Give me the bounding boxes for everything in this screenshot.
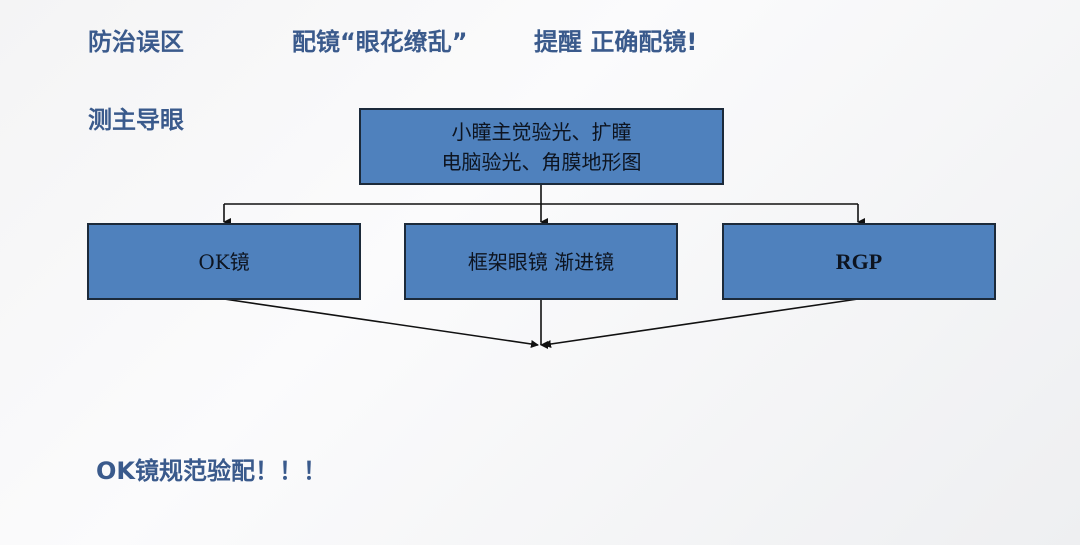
option-box-ok-lens: OK镜 xyxy=(87,223,361,300)
subheading-dominant-eye: 测主导眼 xyxy=(88,106,184,134)
top-box-refraction-methods: 小瞳主觉验光、扩瞳 电脑验光、角膜地形图 xyxy=(359,108,724,185)
option-box-frame-glasses: 框架眼镜 渐进镜 xyxy=(404,223,678,300)
option-box-rgp: RGP xyxy=(722,223,996,300)
top-box-line2: 电脑验光、角膜地形图 xyxy=(441,149,642,174)
option-label-rgp: RGP xyxy=(835,248,883,274)
footer-note: OK镜规范验配！！！ xyxy=(96,457,327,485)
slogan-part1: 配镜“眼花缭乱” xyxy=(292,28,468,56)
top-box-line1: 小瞳主觉验光、扩瞳 xyxy=(451,119,632,144)
slogan-part2: 提醒 正确配镜! xyxy=(534,28,698,56)
option-label-frame-glasses: 框架眼镜 渐进镜 xyxy=(467,249,615,274)
section-title: 防治误区 xyxy=(88,28,184,56)
option-label-ok-lens: OK镜 xyxy=(198,249,250,274)
